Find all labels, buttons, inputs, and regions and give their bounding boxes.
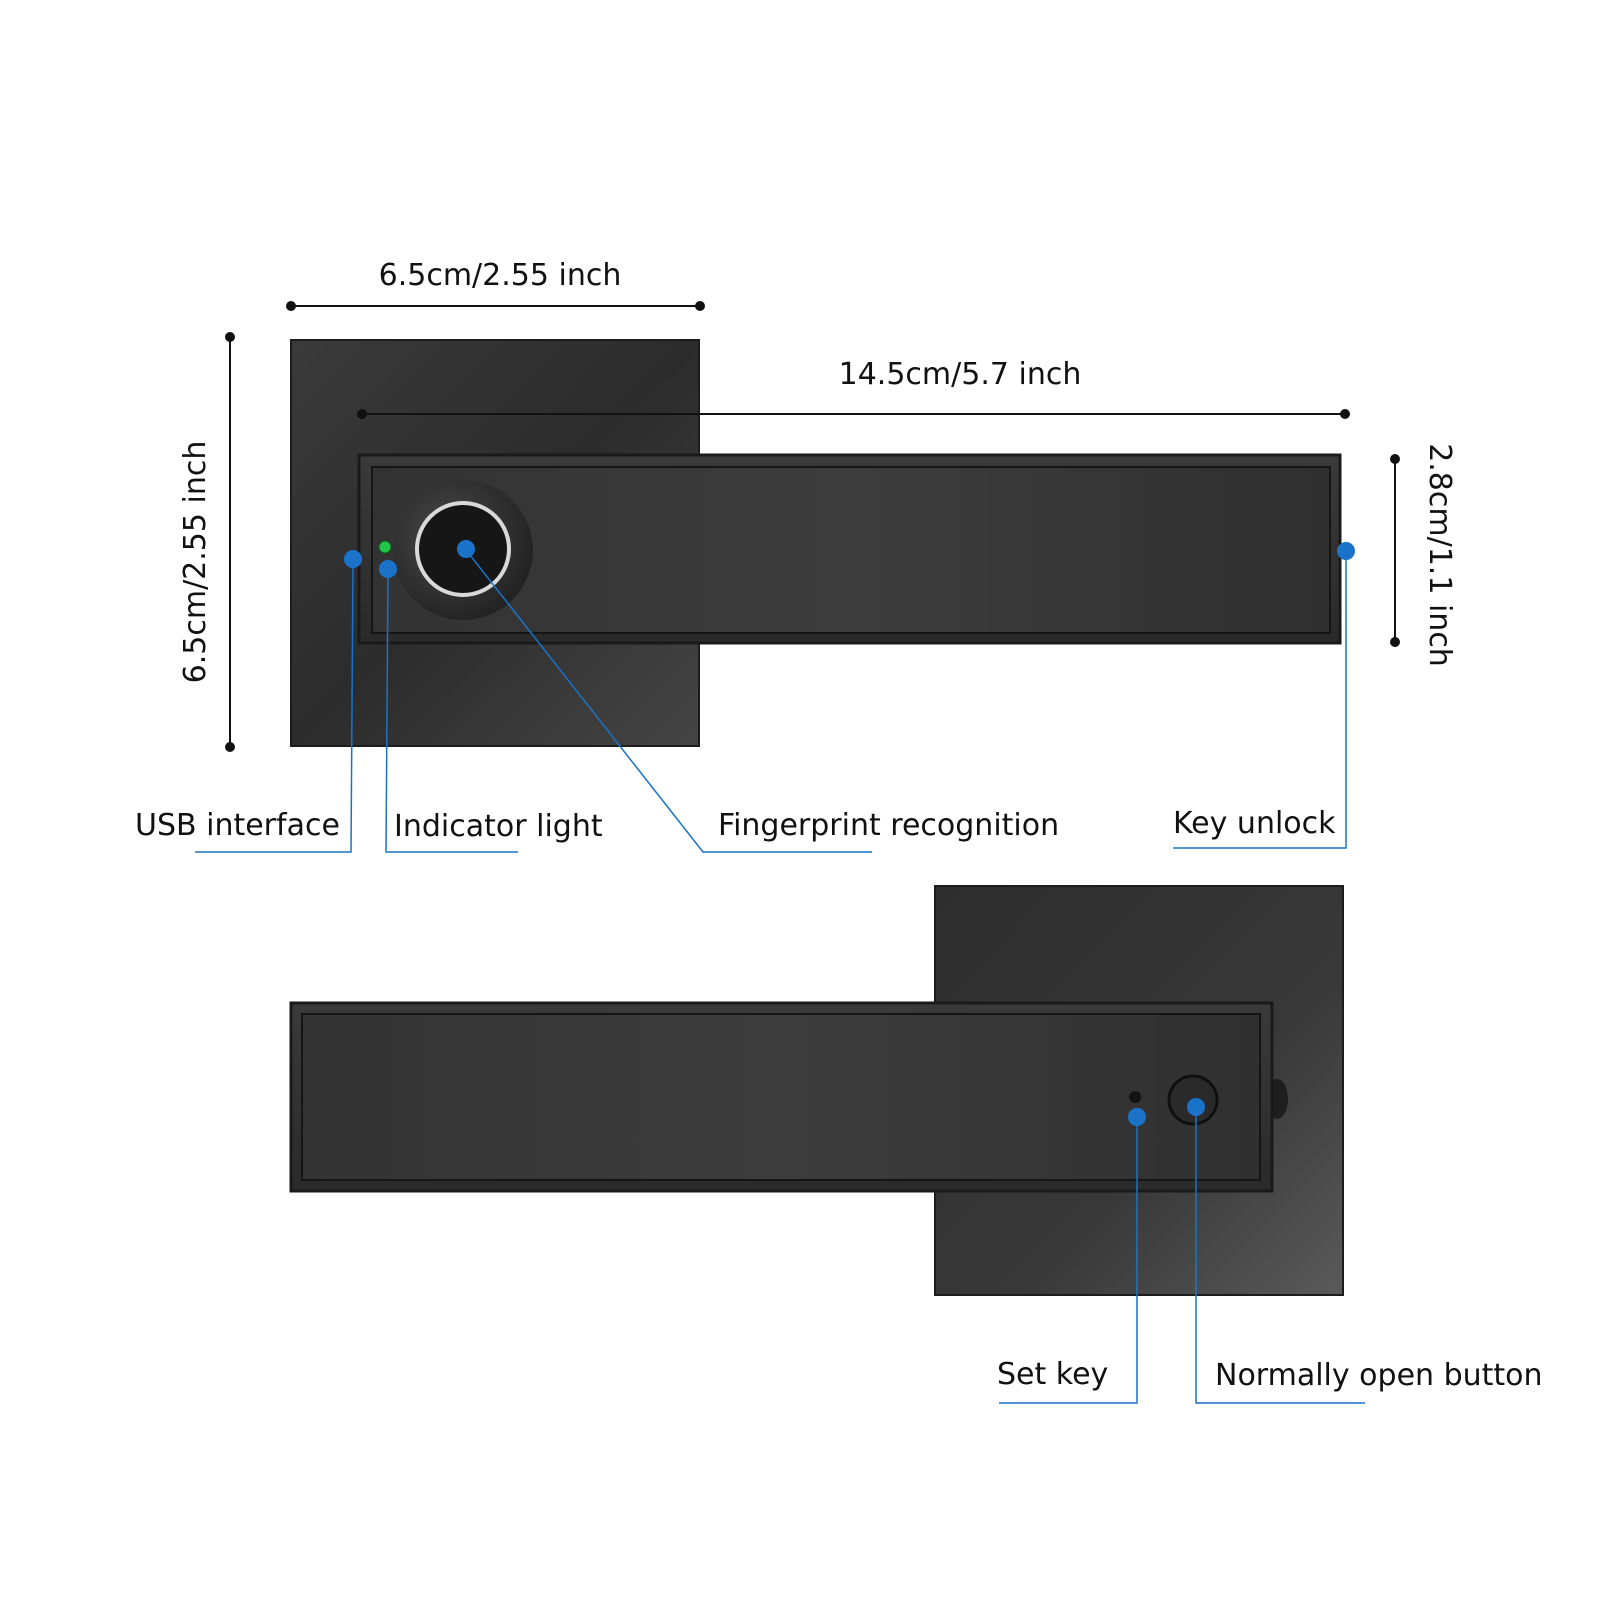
usb-interface-label: USB interface [135, 808, 340, 843]
indicator-led [378, 540, 392, 554]
set-key-label: Set key [997, 1357, 1108, 1392]
callout-normally-open-button: Normally open button [1187, 1098, 1543, 1404]
fingerprint-recognition-marker [457, 540, 475, 558]
fingerprint-recognition-label: Fingerprint recognition [718, 808, 1059, 843]
callout-key-unlock: Key unlock [1173, 542, 1355, 849]
rosette-width-label: 6.5cm/2.55 inch [379, 258, 622, 293]
indicator-light-label: Indicator light [394, 809, 603, 844]
dimension-handle-length: 14.5cm/5.7 inch [357, 357, 1350, 419]
set-key-marker [1128, 1108, 1146, 1126]
normally-open-button-label: Normally open button [1215, 1358, 1543, 1393]
indicator-light-marker [379, 560, 397, 578]
handle-height-label: 2.8cm/1.1 inch [1422, 443, 1457, 667]
callout-set-key: Set key [997, 1108, 1146, 1404]
handle-length-label: 14.5cm/5.7 inch [839, 357, 1082, 392]
dimension-handle-height: 2.8cm/1.1 inch [1390, 443, 1457, 667]
callout-fingerprint-recognition: Fingerprint recognition [457, 540, 1059, 853]
callout-indicator-light: Indicator light [379, 560, 603, 853]
top-lock-view [290, 339, 1342, 747]
rosette-height-label: 6.5cm/2.55 inch [178, 441, 213, 684]
key-unlock-label: Key unlock [1173, 806, 1336, 841]
normally-open-button-marker [1187, 1098, 1205, 1116]
bottom-handle-inner-panel [301, 1013, 1261, 1181]
usb-interface-marker [344, 550, 362, 568]
key-unlock-marker [1337, 542, 1355, 560]
dimension-rosette-height: 6.5cm/2.55 inch [178, 332, 235, 752]
bottom-lock-view [289, 885, 1344, 1296]
dimension-rosette-width: 6.5cm/2.55 inch [286, 258, 705, 311]
set-key-hole [1129, 1091, 1141, 1103]
callout-usb-interface: USB interface [135, 550, 362, 853]
